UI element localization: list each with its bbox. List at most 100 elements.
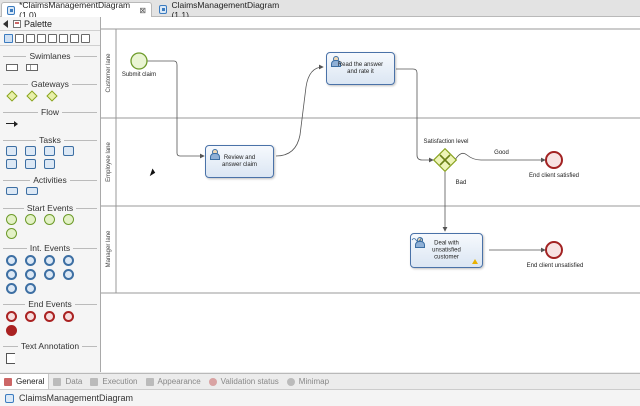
- section-flow: Flow: [0, 107, 100, 117]
- palette-panel: Palette Swimlanes Gateways Flow Tasks: [0, 17, 101, 372]
- signal-start-icon[interactable]: [63, 214, 74, 225]
- signal-end-icon[interactable]: [44, 311, 55, 322]
- align-tool-icon[interactable]: [59, 33, 68, 43]
- section-tasks: Tasks: [0, 135, 100, 145]
- section-gateways: Gateways: [0, 79, 100, 89]
- start-event-icon[interactable]: [6, 214, 17, 225]
- lane-label-manager: Manager lane: [106, 230, 112, 268]
- pool-icon[interactable]: [6, 64, 18, 71]
- script-task-icon[interactable]: [44, 146, 55, 156]
- signal-event-icon[interactable]: [63, 269, 74, 280]
- service-task-icon[interactable]: [6, 146, 17, 156]
- section-start-events: Start Events: [0, 203, 100, 213]
- link-event-icon[interactable]: [25, 269, 36, 280]
- task-read-answer[interactable]: Read the answer and rate it: [326, 52, 395, 85]
- timer-start-icon[interactable]: [44, 214, 55, 225]
- gateway-satisfaction-level: [432, 147, 458, 173]
- error-start-icon[interactable]: [6, 228, 17, 239]
- tab-appearance[interactable]: Appearance: [142, 374, 205, 390]
- validation-icon: [208, 377, 217, 386]
- start-event-submit-claim: [130, 52, 148, 70]
- terminate-end-icon[interactable]: [6, 325, 17, 336]
- tab-validation-status[interactable]: Validation status: [205, 374, 283, 390]
- section-swimlanes: Swimlanes: [0, 51, 100, 61]
- call-activity-icon[interactable]: [44, 159, 55, 169]
- xor-gateway-icon[interactable]: [6, 90, 18, 102]
- abstract-task-icon[interactable]: [25, 159, 36, 169]
- flow-read-to-gateway: [396, 68, 434, 163]
- link-throw-event-icon[interactable]: [25, 283, 36, 294]
- human-task-user-icon: [331, 56, 341, 67]
- layout-tool-icon[interactable]: [70, 33, 79, 43]
- catch-message-icon[interactable]: [6, 255, 17, 266]
- general-icon: [4, 377, 12, 386]
- inclusive-gateway-icon[interactable]: [46, 90, 58, 102]
- task-label: Deal with unsatisfied customer: [432, 240, 461, 260]
- catch-signal-icon[interactable]: [44, 255, 55, 266]
- message-start-icon[interactable]: [25, 214, 36, 225]
- multi-instance-loop-icon: [411, 238, 423, 242]
- send-task-icon[interactable]: [63, 146, 74, 156]
- start-event-label: Submit claim: [121, 72, 157, 78]
- message-event-icon[interactable]: [44, 269, 55, 280]
- section-text-annotation: Text Annotation: [0, 341, 100, 351]
- tab-data[interactable]: Data: [49, 374, 86, 390]
- diagram-canvas[interactable]: Customer lane Employee lane Manager lane…: [101, 17, 640, 372]
- marquee-tool-icon[interactable]: [15, 33, 24, 43]
- end-event-satisfied: [545, 151, 563, 169]
- receive-task-icon[interactable]: [6, 159, 17, 169]
- zoom-in-icon[interactable]: [26, 33, 35, 43]
- flow-submit-to-review: [147, 60, 205, 159]
- collapse-arrow-icon[interactable]: [3, 19, 8, 28]
- tab-claims-diagram-1-1[interactable]: ClaimsManagementDiagram (1.1): [154, 0, 294, 20]
- flow-good: [454, 152, 546, 163]
- tab-execution[interactable]: Execution: [86, 374, 141, 390]
- pan-tool-icon[interactable]: [48, 33, 57, 43]
- minimap-icon: [286, 377, 295, 386]
- flow-label-good: Good: [494, 150, 509, 156]
- message-end-icon[interactable]: [25, 311, 36, 322]
- palette-icon: [13, 19, 21, 28]
- section-activities: Activities: [0, 175, 100, 185]
- palette-header[interactable]: Palette: [0, 17, 100, 31]
- sequence-flow-icon[interactable]: [6, 121, 18, 127]
- error-end-icon[interactable]: [63, 311, 74, 322]
- tab-minimap[interactable]: Minimap: [283, 374, 333, 390]
- end-satisfied-label: End client satisfied: [528, 173, 580, 179]
- lane-icon[interactable]: [26, 64, 38, 71]
- diagram-icon: [7, 5, 16, 15]
- tab-label: ClaimsManagementDiagram (1.1): [171, 0, 280, 20]
- section-int-events: Int. Events: [0, 243, 100, 253]
- flow-label-bad: Bad: [455, 180, 467, 186]
- timer-event-icon[interactable]: [6, 269, 17, 280]
- throw-signal-icon[interactable]: [63, 255, 74, 266]
- select-tool-icon[interactable]: [4, 33, 13, 43]
- appearance-icon: [145, 377, 154, 386]
- warning-icon[interactable]: [472, 259, 478, 264]
- throw-message-icon[interactable]: [25, 255, 36, 266]
- subprocess-icon[interactable]: [6, 187, 18, 195]
- tab-claims-diagram-1-0[interactable]: *ClaimsManagementDiagram (1.0) ⊠: [1, 0, 152, 20]
- delete-tool-icon[interactable]: [81, 33, 90, 43]
- event-subprocess-icon[interactable]: [26, 187, 38, 195]
- human-task-user-icon: [210, 149, 220, 160]
- close-icon[interactable]: ⊠: [139, 5, 146, 15]
- task-deal-unsatisfied[interactable]: Deal with unsatisfied customer: [410, 233, 483, 268]
- zoom-out-icon[interactable]: [37, 33, 46, 43]
- human-task-icon[interactable]: [25, 146, 36, 156]
- tab-label: *ClaimsManagementDiagram (1.0): [19, 0, 131, 20]
- flow-review-to-read: [275, 64, 324, 157]
- error-event-icon[interactable]: [6, 283, 17, 294]
- task-label: Review and answer claim: [221, 154, 257, 168]
- properties-tab-bar: General Data Execution Appearance Valida…: [0, 373, 640, 390]
- end-event-icon[interactable]: [6, 311, 17, 322]
- tab-general[interactable]: General: [0, 373, 50, 390]
- end-event-unsatisfied: [545, 241, 563, 259]
- text-annotation-icon[interactable]: [6, 353, 15, 364]
- task-review-answer[interactable]: Review and answer claim: [205, 145, 274, 178]
- and-gateway-icon[interactable]: [26, 90, 38, 102]
- palette-title: Palette: [24, 18, 53, 29]
- lane-label-employee: Employee lane: [106, 142, 112, 182]
- diagram-icon: [5, 393, 14, 403]
